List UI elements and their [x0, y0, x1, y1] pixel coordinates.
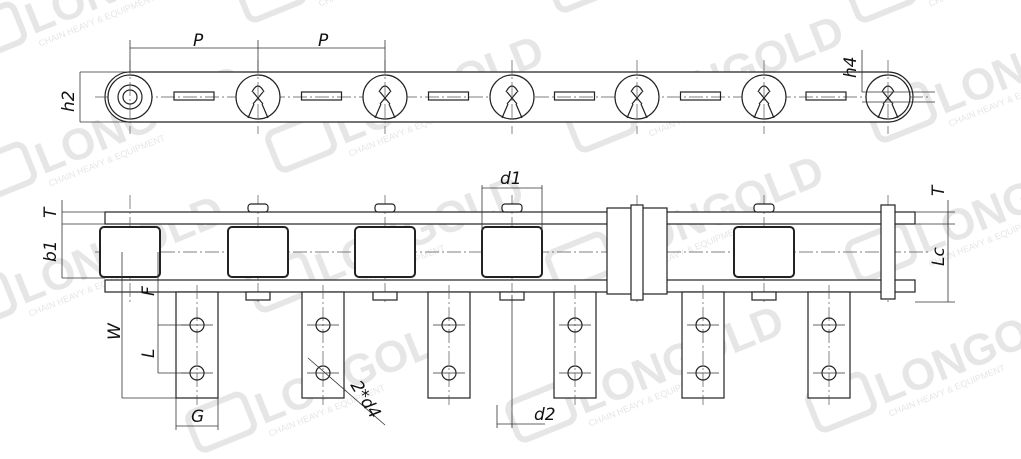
label-F: F	[139, 286, 159, 296]
plate-slot	[805, 91, 847, 101]
label-T-right: T	[929, 184, 949, 196]
bottom-plate	[104, 279, 916, 293]
watermark-logo-icon	[845, 0, 917, 23]
watermark-logo-icon	[265, 111, 337, 173]
roller-outline	[741, 74, 787, 120]
nut	[245, 291, 271, 301]
pin-head	[374, 203, 396, 213]
roller	[481, 226, 543, 278]
label-pitch-2: P	[318, 31, 329, 51]
label-b1: b1	[41, 240, 61, 262]
roller-outline	[489, 74, 535, 120]
roller-outline	[362, 74, 408, 120]
plate-slot	[173, 91, 215, 101]
roller	[227, 226, 289, 278]
watermark-logo-icon	[235, 0, 307, 23]
top-view	[95, 60, 930, 134]
pin-head	[501, 203, 523, 213]
watermark-logo-icon	[505, 381, 577, 443]
watermark-brand: LONGOLD	[568, 296, 790, 424]
label-Lc: Lc	[929, 247, 949, 266]
top-plate	[104, 211, 916, 225]
label-d1: d1	[500, 169, 522, 189]
watermark-brand: LONGOLD	[908, 0, 1021, 4]
connecting-pin	[630, 204, 644, 301]
label-pitch-1: P	[193, 31, 204, 51]
plate-slot	[553, 91, 596, 101]
dimensions	[61, 40, 955, 430]
plate-slot	[300, 91, 343, 101]
label-G: G	[191, 407, 204, 427]
roller	[354, 226, 416, 278]
nut	[751, 291, 777, 301]
roller-outline	[107, 74, 153, 120]
roller-outline	[865, 74, 911, 120]
plate-slot	[679, 91, 722, 101]
roller	[733, 226, 795, 278]
roller	[99, 226, 161, 278]
label-h2: h2	[59, 90, 79, 112]
d4-leader	[307, 357, 386, 426]
roller-outline	[235, 74, 281, 120]
label-h4: h4	[841, 56, 861, 78]
watermark-tagline: CHAIN HEAVY & EQUIPMENT	[927, 0, 1021, 9]
watermark-logo-icon	[0, 141, 37, 203]
side-view	[95, 195, 930, 405]
end-pin	[880, 204, 896, 300]
watermark-logo-icon	[0, 1, 27, 63]
plate-slot	[427, 91, 470, 101]
watermark-logo-icon	[0, 271, 17, 333]
nut	[372, 291, 398, 301]
watermark-logo-icon	[545, 0, 617, 13]
label-T-left: T	[41, 206, 61, 218]
roller-outline	[614, 74, 660, 120]
pin-head	[753, 203, 775, 213]
label-L: L	[139, 349, 159, 358]
watermark-logo-icon	[185, 391, 257, 453]
label-W: W	[105, 322, 125, 340]
label-d2: d2	[534, 405, 556, 425]
watermark-tagline: CHAIN HEAVY & EQUIPMENT	[317, 0, 437, 9]
pin-head	[247, 203, 269, 213]
